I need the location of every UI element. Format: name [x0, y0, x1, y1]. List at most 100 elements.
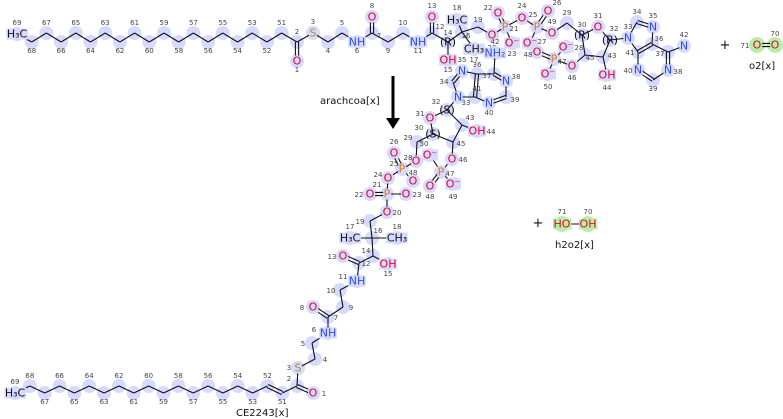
atom-number: 53	[248, 398, 257, 406]
atom-number: 60	[144, 372, 153, 380]
atom-label: P	[384, 188, 391, 201]
single-bond	[447, 31, 463, 43]
atom-number: 71	[558, 208, 567, 216]
atom-number: 22	[355, 191, 364, 199]
atom-number: 59	[160, 19, 169, 27]
atom-number: 55	[218, 398, 227, 406]
atom-label-bg	[389, 147, 400, 159]
atom-label-bg	[4, 387, 26, 399]
atom-number: 56	[204, 47, 213, 55]
single-bond	[266, 32, 282, 43]
atom-number: 30	[415, 124, 424, 132]
atom-number: 4	[323, 356, 328, 364]
atom-label: O	[518, 12, 527, 25]
atom-number: 12	[362, 260, 371, 268]
atom-number: 48	[426, 193, 435, 201]
atom-number: 64	[86, 47, 95, 55]
atom-number: 35	[649, 12, 658, 20]
atom-number: 40	[624, 67, 633, 75]
atom-label: O	[383, 206, 392, 219]
atom-number: 29	[404, 134, 413, 142]
atom-label: N	[502, 75, 510, 88]
atom-label-bg	[365, 188, 376, 200]
atom-number: 29	[563, 9, 572, 17]
atom-label-bg	[437, 166, 446, 178]
double-bond	[636, 42, 652, 52]
atom-number: 39	[649, 85, 658, 93]
atom-number: 60	[145, 47, 154, 55]
single-bond	[60, 32, 77, 43]
atom-number: 9	[349, 304, 353, 312]
atom-label: N	[649, 21, 657, 34]
atom-label-bg	[411, 155, 422, 167]
atom-number: 3	[311, 18, 315, 26]
atom-label: (R)	[602, 34, 618, 47]
atom-label: N	[485, 97, 493, 110]
atom-number: 61	[130, 19, 139, 27]
atom-label: O	[753, 39, 762, 52]
atom-label: O	[339, 250, 348, 263]
atom-label-bg	[447, 153, 458, 165]
atom-number: 20	[393, 209, 402, 217]
atom-label: O	[309, 301, 318, 314]
single-bond	[222, 32, 238, 43]
atom-number: 24	[518, 2, 527, 10]
reactant-side-label: o2[x]	[749, 61, 775, 72]
atom-number: 47	[446, 170, 455, 178]
atom-number: 45	[586, 54, 595, 62]
single-bond	[192, 385, 209, 394]
atom-number: 21	[510, 25, 519, 33]
atom-number: 49	[548, 18, 557, 26]
atom-label-bg	[501, 21, 510, 33]
atom-label: O	[594, 21, 603, 34]
atom-number: 36	[655, 35, 664, 43]
single-bond	[371, 32, 389, 43]
atom-number: 24	[374, 171, 383, 179]
atom-label: (R)	[440, 36, 456, 49]
atom-label-bg	[6, 28, 28, 40]
atom-number: 23	[508, 50, 517, 58]
atom-number: 37	[483, 72, 492, 80]
atom-number: 43	[608, 52, 617, 60]
atom-number: 34	[440, 78, 449, 86]
atom-label-bg	[517, 12, 528, 24]
atom-label: O	[366, 188, 375, 201]
single-bond	[103, 385, 120, 394]
atom-number: 12	[436, 23, 445, 31]
atom-label-bg	[425, 112, 436, 124]
single-bond	[163, 385, 179, 394]
atom-number: 44	[603, 84, 612, 92]
atom-number: 50	[420, 140, 429, 148]
atom-label-bg	[533, 21, 542, 33]
atom-label-bg	[382, 206, 393, 218]
single-bond	[193, 32, 209, 43]
atom-label-bg	[752, 39, 763, 51]
atom-number: 49	[449, 193, 458, 201]
single-bond	[31, 32, 47, 43]
atom-label-bg	[567, 60, 578, 72]
atom-number: 18	[453, 4, 462, 12]
atom-label-bg	[383, 188, 392, 200]
atom-number: 68	[25, 372, 34, 380]
atom-label: O	[409, 175, 418, 188]
single-bond	[452, 124, 463, 143]
atom-number: 23	[413, 191, 422, 199]
atom-number: 46	[568, 74, 577, 82]
atom-number: 42	[491, 38, 500, 46]
single-bond	[149, 32, 165, 43]
atom-number: 44	[487, 128, 496, 136]
atom-number: 46	[459, 156, 468, 164]
atom-number: 10	[399, 19, 408, 27]
atom-number: 37	[656, 50, 665, 58]
atom-number: 19	[474, 16, 483, 24]
single-bond	[432, 133, 454, 143]
atom-label-bg	[408, 175, 419, 187]
atom-number: 15	[444, 66, 453, 74]
single-bond	[44, 385, 60, 394]
atom-number: 11	[339, 273, 348, 281]
atom-number: 14	[444, 29, 453, 37]
